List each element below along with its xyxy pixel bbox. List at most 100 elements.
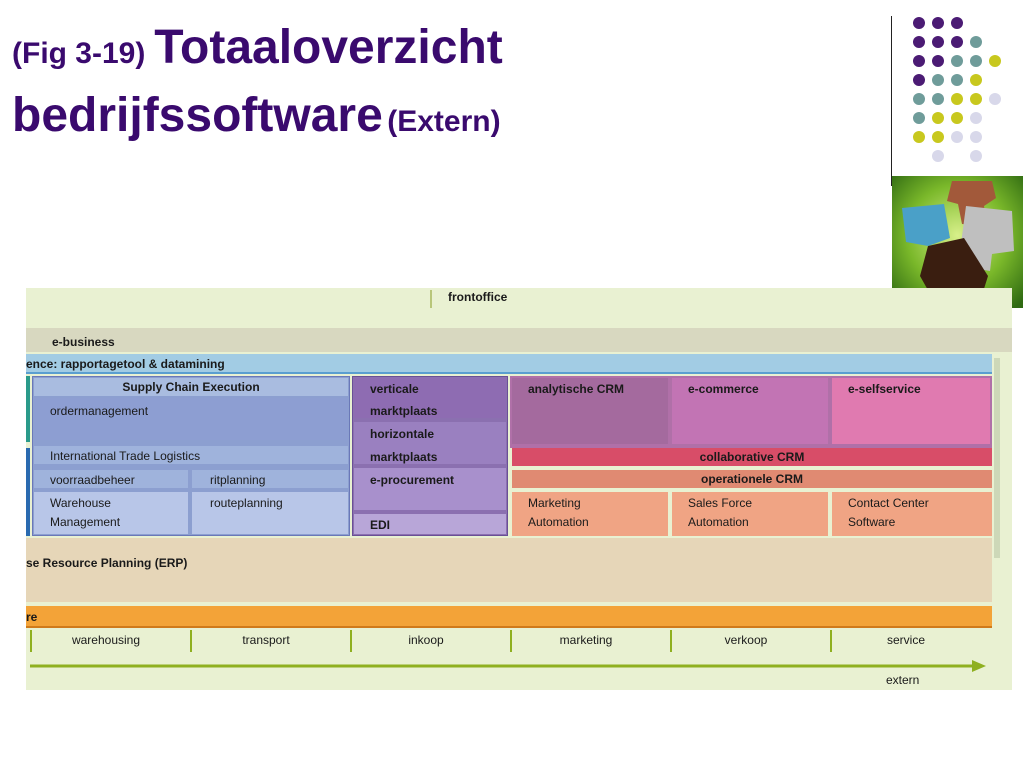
ritplanning-label: ritplanning	[210, 473, 266, 487]
bottom-label-transport: transport	[242, 633, 290, 647]
bottom-label-warehousing: warehousing	[71, 633, 141, 647]
dot	[989, 55, 1001, 67]
divider-line	[891, 16, 892, 186]
dot	[970, 74, 982, 86]
voorraadbeheer-box	[34, 470, 188, 488]
routeplanning-label: routeplanning	[210, 496, 283, 510]
marktplaats-label-1: marktplaats	[370, 404, 438, 418]
title-main-1: Totaaloverzicht	[154, 21, 503, 74]
dot	[951, 74, 963, 86]
ritplanning-box	[192, 470, 348, 488]
verticale-box	[354, 378, 506, 418]
marketing-automation-label-1: Marketing	[528, 496, 581, 510]
eprocurement-label: e-procurement	[370, 473, 455, 487]
edi-box	[354, 514, 506, 534]
ordermanagement-box	[34, 398, 348, 440]
dot	[951, 55, 963, 67]
dot	[989, 93, 1001, 105]
dot	[970, 36, 982, 48]
dot	[932, 93, 944, 105]
bottom-label-marketing: marketing	[559, 633, 613, 647]
dot	[970, 93, 982, 105]
dot	[951, 112, 963, 124]
bottom-separator	[30, 630, 32, 652]
dot	[970, 131, 982, 143]
dot	[932, 55, 944, 67]
bi-label: ence: rapportagetool & datamining	[26, 357, 225, 371]
dot	[913, 36, 925, 48]
bottom-separator	[510, 630, 512, 652]
frontoffice-marker	[430, 290, 432, 308]
warehouse-label-2: Management	[50, 515, 121, 529]
dot	[951, 36, 963, 48]
marketing-automation-box	[512, 492, 668, 536]
erp-label: se Resource Planning (ERP)	[26, 556, 188, 570]
dot	[970, 55, 982, 67]
dot	[932, 17, 944, 29]
dot	[932, 112, 944, 124]
sales-force-label-1: Sales Force	[688, 496, 753, 510]
dot	[913, 112, 925, 124]
dot	[970, 150, 982, 162]
ebusiness-label: e-business	[52, 335, 115, 349]
operationele-crm-bar: operationele CRM	[512, 470, 992, 488]
left-edge-accent-1	[26, 376, 30, 442]
bottom-label-inkoop: inkoop	[408, 633, 444, 647]
left-edge-accent-2	[26, 448, 30, 536]
dot	[951, 93, 963, 105]
analytische-crm-box	[512, 378, 668, 444]
dot	[951, 17, 963, 29]
bottom-separator	[350, 630, 352, 652]
dot	[913, 131, 925, 143]
contact-center-box	[832, 492, 992, 536]
orange-band-label: re	[26, 610, 38, 624]
sce-header: Supply Chain Execution	[34, 378, 348, 396]
sales-force-label-2: Automation	[688, 515, 749, 529]
page-title-line-2: bedrijfssoftware (Extern)	[12, 88, 501, 143]
dot	[951, 131, 963, 143]
warehouse-label-1: Warehouse	[50, 496, 111, 510]
figure-number: (Fig 3-19)	[12, 37, 146, 70]
extern-arrow	[30, 660, 986, 672]
bi-band	[26, 354, 992, 374]
voorraadbeheer-label: voorraadbeheer	[50, 473, 135, 487]
marketing-automation-label-2: Automation	[528, 515, 589, 529]
analytische-crm-label: analytische CRM	[528, 382, 625, 396]
marktplaats-label-2: marktplaats	[370, 450, 438, 464]
collaborative-crm-bar: collaborative CRM	[512, 448, 992, 466]
frontoffice-band	[26, 288, 1012, 310]
eprocurement-box	[354, 468, 506, 510]
itl-label: International Trade Logistics	[50, 449, 201, 463]
horizontale-box	[354, 422, 506, 464]
dot	[913, 55, 925, 67]
horizontale-label: horizontale	[370, 427, 435, 441]
dot	[932, 131, 944, 143]
routeplanning-box	[192, 492, 348, 534]
eselfservice-label: e-selfservice	[848, 382, 921, 396]
dot	[913, 17, 925, 29]
sales-force-box	[672, 492, 828, 536]
bottom-separator	[670, 630, 672, 652]
title-main-2: bedrijfssoftware	[12, 89, 383, 142]
contact-center-label-1: Contact Center	[848, 496, 929, 510]
right-edge-accent	[994, 358, 1000, 558]
bottom-label-service: service	[886, 633, 925, 647]
dot	[932, 36, 944, 48]
contact-center-label-2: Software	[848, 515, 896, 529]
dot	[970, 112, 982, 124]
dot	[913, 74, 925, 86]
ecommerce-box	[672, 378, 828, 444]
erp-band	[26, 538, 992, 602]
itl-box	[34, 446, 348, 464]
frontoffice-label: frontoffice	[448, 290, 508, 304]
page-title-line-1: (Fig 3-19) Totaaloverzicht	[12, 20, 503, 75]
bottom-separator	[830, 630, 832, 652]
bottom-separator	[190, 630, 192, 652]
edi-label: EDI	[370, 518, 391, 532]
dot	[932, 150, 944, 162]
extern-label: extern	[886, 673, 920, 687]
ecommerce-label: e-commerce	[688, 382, 759, 396]
dot	[913, 93, 925, 105]
title-extern: (Extern)	[387, 105, 501, 138]
orange-band	[26, 606, 992, 628]
